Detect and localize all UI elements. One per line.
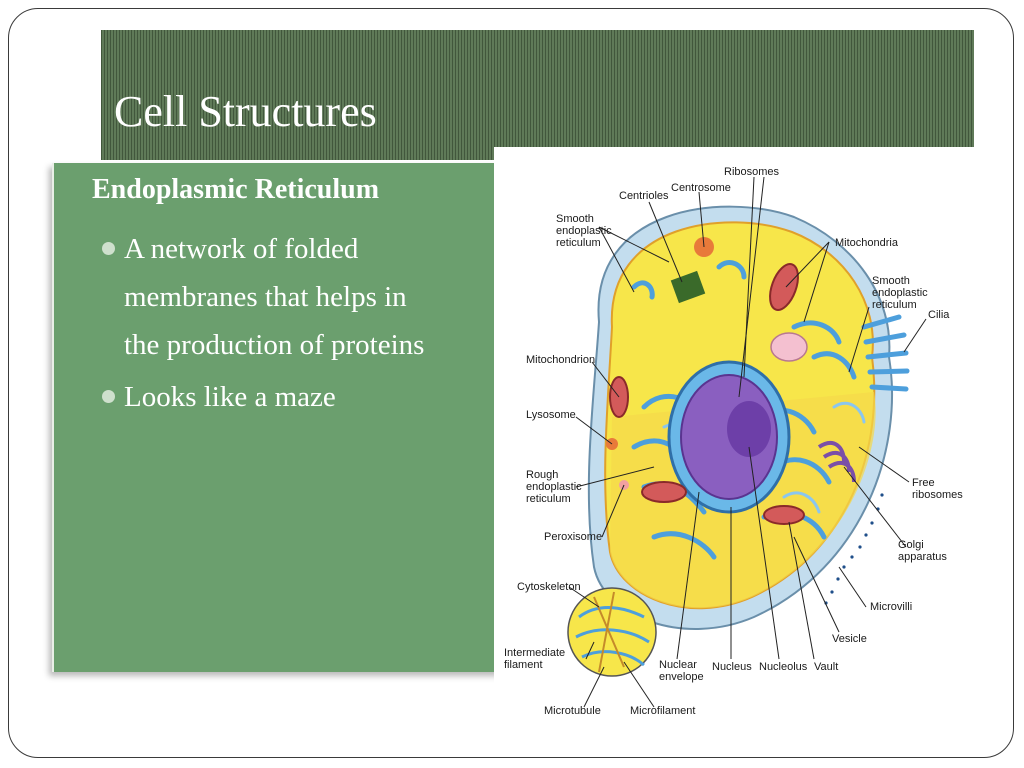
label-line: reticulum — [526, 493, 571, 505]
label-ribosomes: Ribosomes — [724, 166, 780, 178]
label-nucleus: Nucleus — [712, 661, 752, 673]
bullet-line: Looks like a maze — [124, 381, 336, 413]
label-peroxisome: Peroxisome — [544, 531, 603, 543]
label-mitochondrion: Mitochondrion — [526, 354, 596, 366]
microvilli — [824, 493, 884, 605]
label-intermediate-filament: Intermediate filament — [504, 647, 565, 671]
label-mitochondria: Mitochondria — [835, 237, 898, 249]
label-line: endoplastic — [556, 225, 612, 237]
label-line: envelope — [659, 671, 704, 683]
label-line: Intermediate — [504, 647, 566, 659]
label-line: apparatus — [898, 551, 947, 563]
bullet-dot-icon — [102, 390, 115, 403]
label-smooth-er-left: Smooth endoplastic reticulum — [556, 213, 612, 249]
label-line: Golgi — [898, 539, 924, 551]
label-line: ribosomes — [912, 489, 963, 501]
label-line: reticulum — [556, 237, 601, 249]
label-nuclear-envelope: Nuclear envelope — [659, 659, 704, 683]
label-line: Smooth — [872, 275, 910, 287]
vesicle — [770, 332, 808, 362]
label-line: Smooth — [556, 213, 594, 225]
label-line: filament — [504, 659, 543, 671]
bullet-list: A network of folded membranes that helps… — [100, 225, 500, 425]
title-bar — [101, 30, 974, 160]
label-line: endoplastic — [526, 481, 582, 493]
nucleolus — [727, 401, 771, 457]
label-line: Rough — [526, 469, 559, 481]
label-smooth-er-right: Smooth endoplastic reticulum — [872, 275, 928, 311]
label-line: endoplastic — [872, 287, 928, 299]
label-microtubule: Microtubule — [544, 705, 601, 717]
bullet-item: A network of folded membranes that helps… — [100, 225, 500, 369]
bullet-line: the production of proteins — [124, 329, 425, 361]
label-microvilli: Microvilli — [870, 601, 913, 613]
label-vault: Vault — [814, 661, 839, 673]
bullet-item: Looks like a maze — [100, 373, 500, 421]
golgi-apparatus — [817, 441, 856, 483]
label-line: Nuclear — [659, 659, 697, 671]
label-centrioles: Centrioles — [619, 190, 669, 202]
section-heading: Endoplasmic Reticulum — [92, 174, 380, 205]
label-lysosome: Lysosome — [526, 409, 576, 421]
label-free-ribosomes: Free ribosomes — [912, 477, 963, 501]
label-line: Free — [912, 477, 935, 489]
label-rough-er: Rough endoplastic reticulum — [526, 469, 582, 505]
leader-lines — [568, 176, 927, 708]
cell-illustration — [567, 176, 927, 708]
label-golgi-apparatus: Golgi apparatus — [898, 539, 947, 563]
bullet-line: A network of folded — [124, 233, 359, 265]
label-vesicle: Vesicle — [832, 633, 867, 645]
cilia — [861, 314, 910, 392]
label-line: reticulum — [872, 299, 917, 311]
slide-title: Cell Structures — [114, 87, 377, 136]
centrioles — [670, 270, 706, 304]
label-microfilament: Microfilament — [630, 705, 696, 717]
label-nucleolus: Nucleolus — [759, 661, 808, 673]
mitochondria — [609, 263, 805, 525]
label-centrosome: Centrosome — [671, 182, 731, 194]
animal-cell-diagram: Ribosomes Centrioles Centrosome Smooth e… — [494, 147, 974, 724]
bullet-line: membranes that helps in — [124, 281, 407, 313]
content-panel — [52, 163, 502, 672]
cytoskeleton-microtubules — [593, 591, 625, 673]
label-cytoskeleton: Cytoskeleton — [517, 581, 581, 593]
bullet-dot-icon — [102, 242, 115, 255]
label-cilia: Cilia — [928, 309, 950, 321]
